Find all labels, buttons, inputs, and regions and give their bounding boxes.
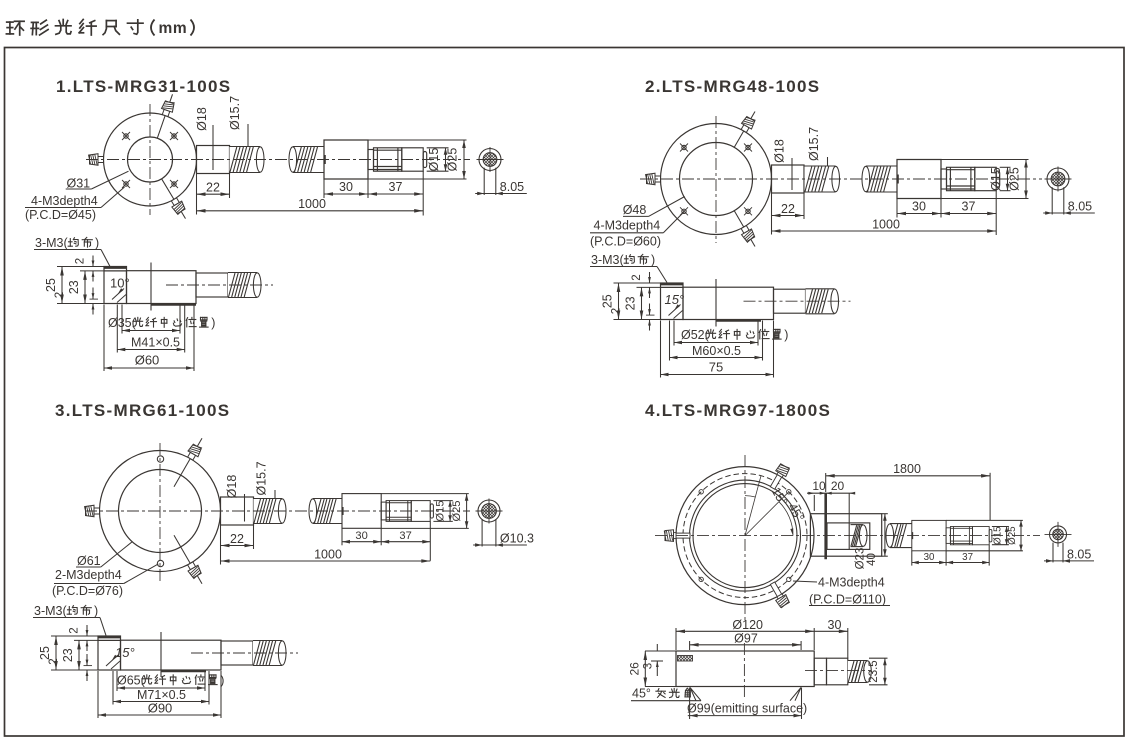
svg-text:8.05: 8.05	[500, 180, 524, 194]
svg-text:Ø10.3: Ø10.3	[500, 532, 534, 546]
svg-text:3-M3(: 3-M3(	[34, 604, 67, 618]
svg-text:): )	[651, 253, 655, 267]
svg-text:Ø99(emitting surface): Ø99(emitting surface)	[687, 702, 807, 716]
svg-text:Ø31: Ø31	[67, 177, 91, 191]
svg-text:30: 30	[924, 552, 935, 563]
svg-text:(P.C.D=Ø60): (P.C.D=Ø60)	[590, 235, 661, 249]
svg-text:(P.C.D=Ø110): (P.C.D=Ø110)	[809, 593, 886, 607]
svg-text:Ø35(: Ø35(	[108, 316, 137, 330]
svg-text:15°: 15°	[115, 645, 135, 660]
svg-text:23: 23	[61, 648, 75, 662]
svg-text:8.05: 8.05	[1068, 200, 1092, 214]
svg-text:30: 30	[339, 180, 353, 194]
svg-text:2: 2	[54, 292, 66, 298]
svg-text:2-M3depth4: 2-M3depth4	[55, 568, 122, 582]
svg-text:1000: 1000	[314, 547, 342, 561]
svg-text:2.LTS-MRG48-100S: 2.LTS-MRG48-100S	[645, 77, 820, 96]
svg-text:4.LTS-MRG97-1800S: 4.LTS-MRG97-1800S	[645, 401, 831, 420]
svg-text:25: 25	[601, 294, 615, 308]
svg-text:3-M3(: 3-M3(	[35, 236, 68, 250]
svg-text:1800: 1800	[893, 462, 921, 476]
svg-text:37: 37	[962, 552, 973, 563]
svg-text:26: 26	[627, 662, 641, 676]
svg-text:23: 23	[67, 280, 81, 294]
svg-text:22: 22	[206, 181, 220, 195]
svg-text:2: 2	[611, 308, 623, 314]
svg-text:2: 2	[631, 274, 643, 280]
svg-text:Ø52(: Ø52(	[681, 328, 710, 342]
svg-text:Ø65(: Ø65(	[117, 674, 146, 688]
svg-text:3-M3(: 3-M3(	[591, 253, 624, 267]
svg-text:10°: 10°	[110, 276, 130, 291]
svg-text:1.LTS-MRG31-100S: 1.LTS-MRG31-100S	[56, 77, 231, 96]
svg-text:Ø18: Ø18	[195, 107, 209, 131]
svg-text:2: 2	[48, 658, 60, 664]
svg-text:M60×0.5: M60×0.5	[692, 344, 741, 358]
svg-text:37: 37	[399, 530, 411, 542]
svg-text:30: 30	[828, 618, 842, 632]
svg-text:23: 23	[624, 296, 638, 310]
svg-text:Ø90: Ø90	[148, 701, 173, 716]
svg-text:30: 30	[355, 530, 367, 542]
svg-text:Ø15: Ø15	[435, 501, 447, 522]
svg-text:4-M3depth4: 4-M3depth4	[594, 219, 661, 233]
svg-text:37: 37	[389, 180, 403, 194]
svg-text:Ø15.7: Ø15.7	[807, 127, 821, 161]
svg-text:): )	[220, 674, 224, 688]
svg-text:1000: 1000	[298, 197, 326, 211]
svg-text:45°: 45°	[632, 687, 651, 701]
svg-text:mm: mm	[159, 20, 188, 37]
svg-text:Ø97: Ø97	[734, 632, 758, 646]
svg-text:Ø18: Ø18	[225, 475, 239, 499]
svg-text:30: 30	[912, 200, 926, 214]
svg-text:3.LTS-MRG61-100S: 3.LTS-MRG61-100S	[55, 401, 230, 420]
svg-text:22: 22	[230, 532, 244, 546]
svg-text:Ø60: Ø60	[135, 353, 160, 368]
svg-text:Ø25: Ø25	[451, 501, 463, 522]
svg-text:20: 20	[831, 479, 845, 493]
svg-text:Ø120: Ø120	[732, 618, 763, 632]
svg-text:): )	[784, 328, 788, 342]
svg-text:23.5: 23.5	[868, 660, 880, 682]
svg-text:25: 25	[44, 278, 58, 292]
svg-text:(P.C.D=Ø45): (P.C.D=Ø45)	[25, 208, 96, 222]
svg-text:2: 2	[69, 627, 81, 633]
svg-text:75: 75	[709, 360, 723, 375]
svg-text:M71×0.5: M71×0.5	[137, 688, 186, 702]
svg-text:3: 3	[643, 663, 655, 669]
svg-text:8.05: 8.05	[1067, 547, 1091, 561]
svg-text:25: 25	[38, 646, 52, 660]
svg-text:4-M3depth4: 4-M3depth4	[818, 576, 885, 590]
svg-text:22: 22	[781, 202, 795, 216]
svg-text:40: 40	[866, 553, 878, 566]
svg-text:M41×0.5: M41×0.5	[131, 336, 180, 350]
svg-text:): )	[94, 604, 98, 618]
svg-text:Ø15: Ø15	[989, 167, 1003, 191]
svg-text:37: 37	[962, 200, 976, 214]
svg-text:15°: 15°	[665, 292, 685, 307]
svg-text:Ø23: Ø23	[855, 548, 867, 570]
svg-text:Ø15.7: Ø15.7	[228, 96, 242, 130]
svg-text:Ø15.7: Ø15.7	[255, 461, 269, 495]
svg-text:1000: 1000	[872, 217, 900, 231]
svg-text:(P.C.D=Ø76): (P.C.D=Ø76)	[52, 584, 123, 598]
svg-text:): )	[95, 236, 99, 250]
svg-text:10: 10	[812, 479, 826, 493]
svg-text:): )	[211, 316, 215, 330]
svg-text:Ø61: Ø61	[77, 554, 101, 568]
svg-text:Ø18: Ø18	[773, 139, 787, 163]
svg-text:2: 2	[75, 258, 87, 264]
svg-text:Ø48: Ø48	[623, 203, 647, 217]
svg-text:4-M3depth4: 4-M3depth4	[31, 194, 98, 208]
